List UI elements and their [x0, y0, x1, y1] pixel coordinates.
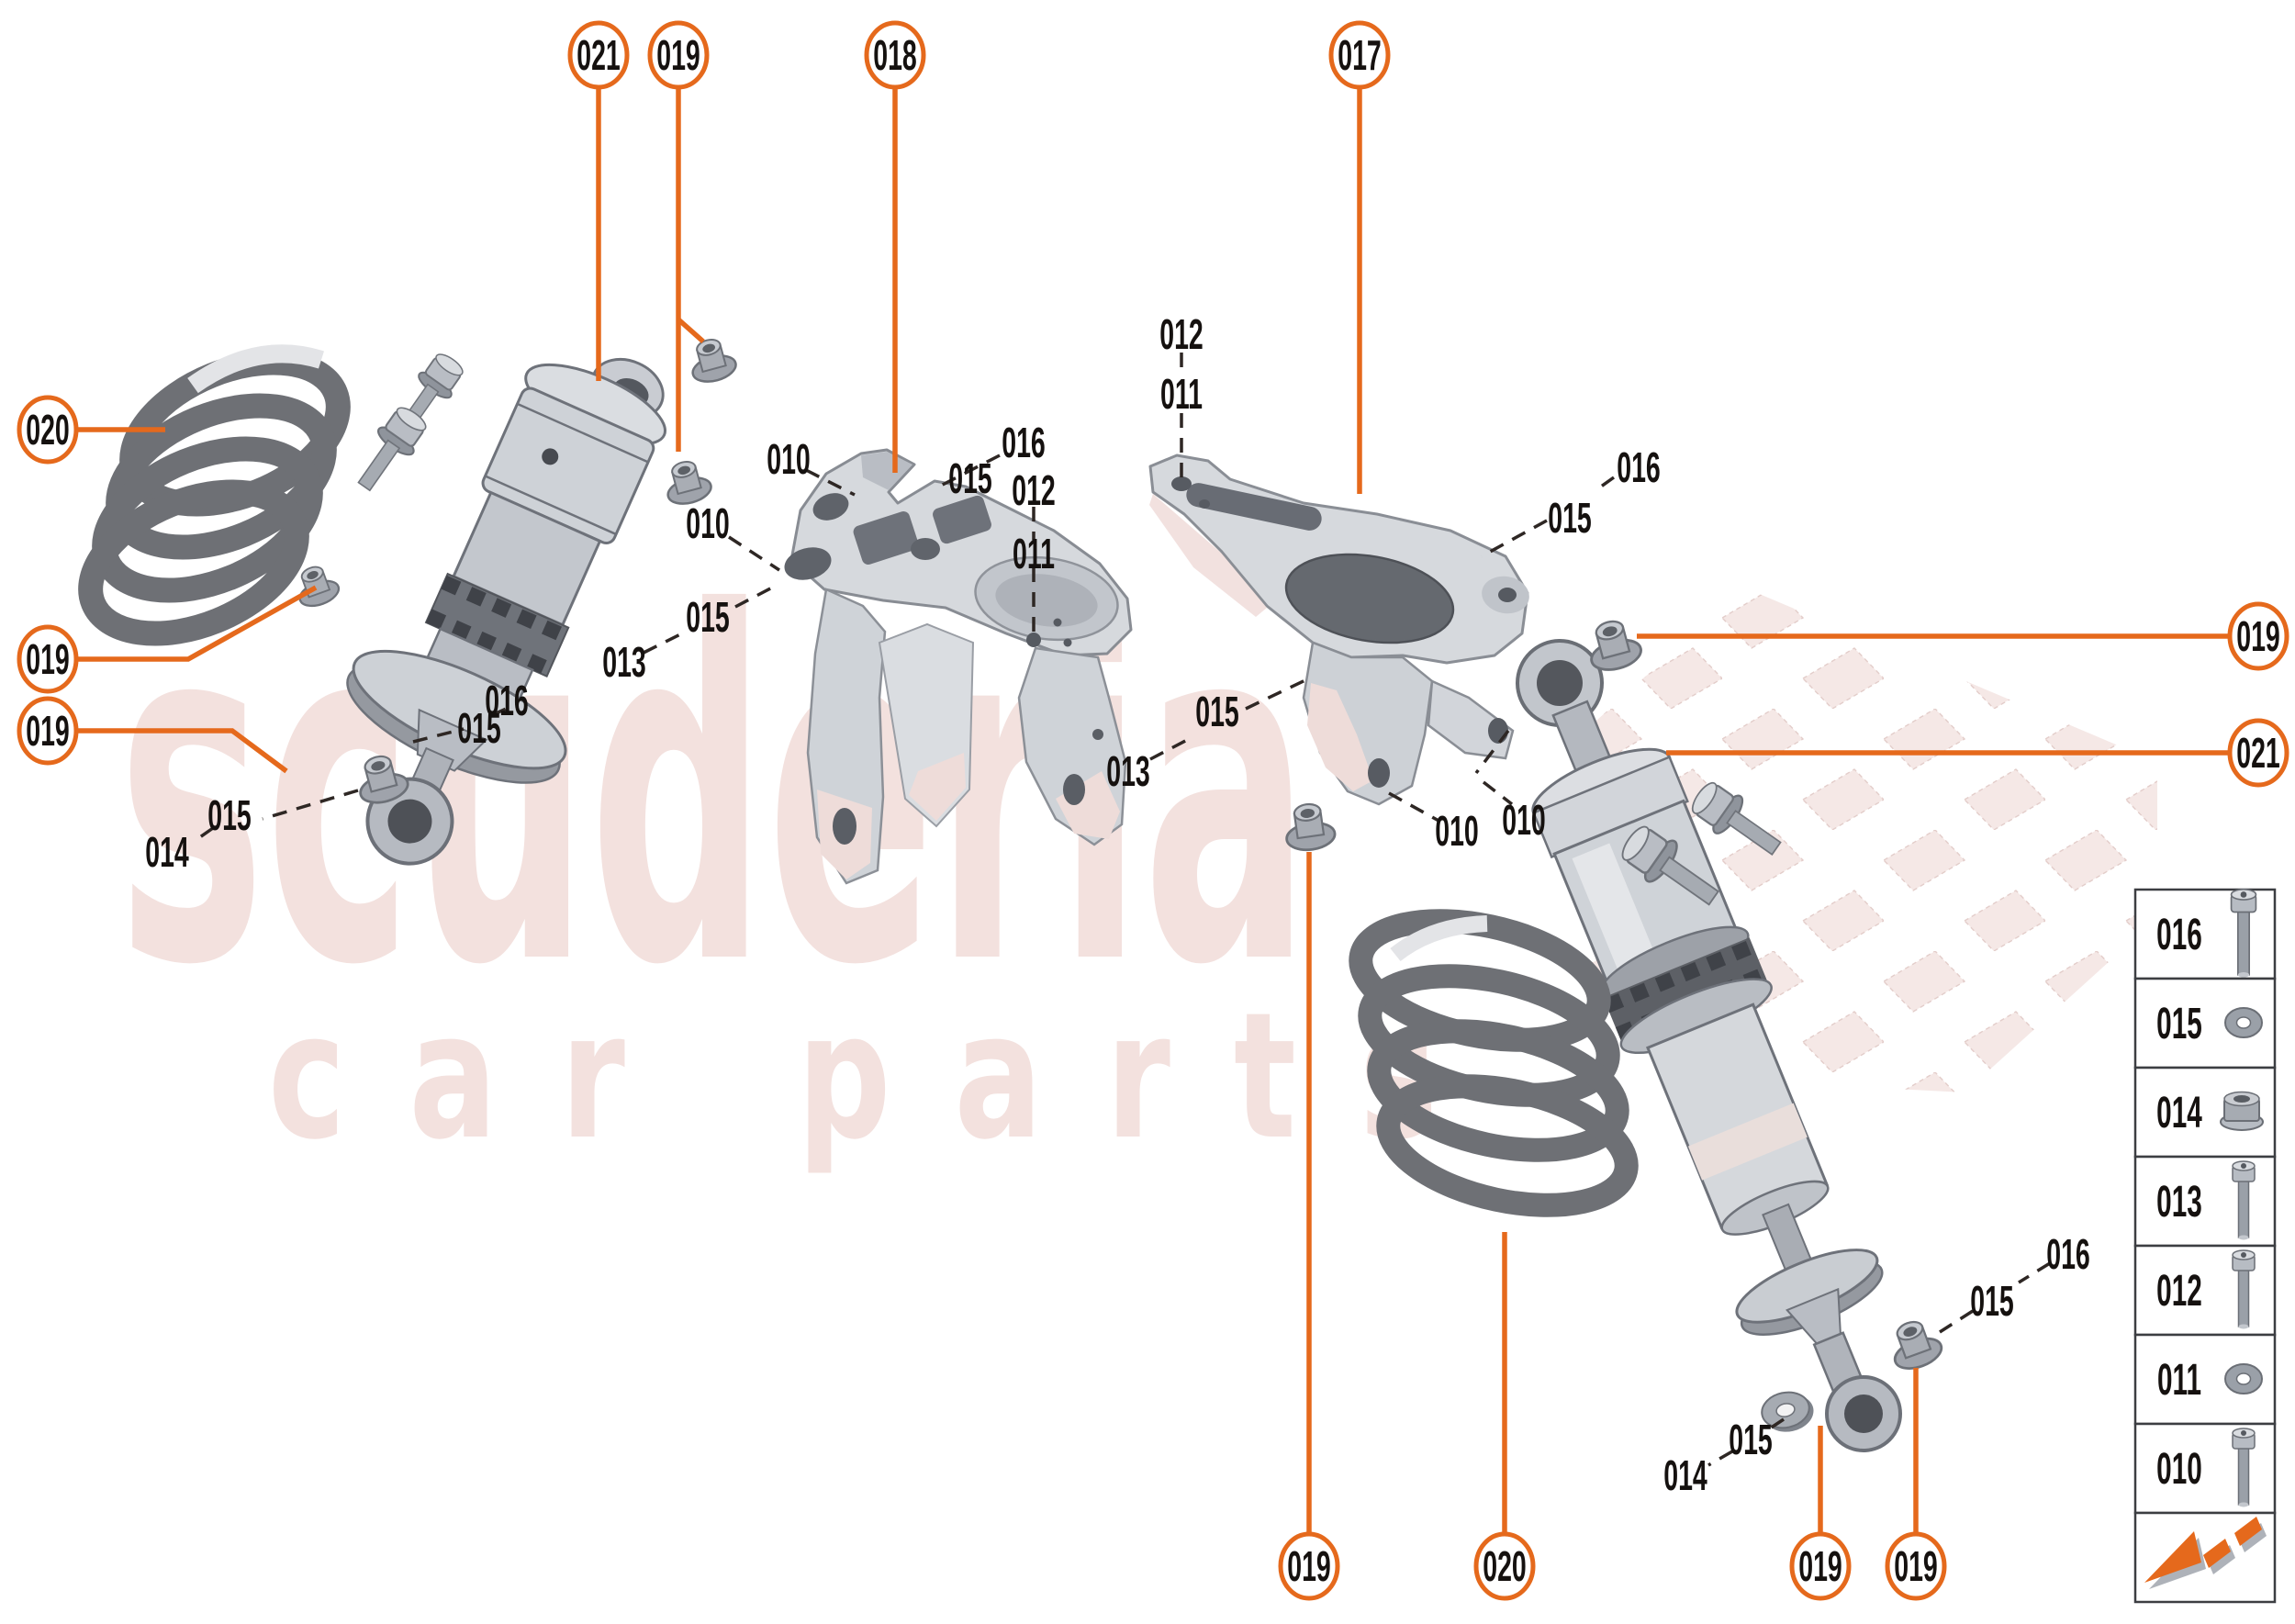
legend-row-013: 013: [2133, 1155, 2277, 1248]
bushing-bottom-right-illustration: [1883, 1313, 1947, 1376]
part-label: 015: [686, 594, 730, 642]
legend-label: 015: [2156, 1000, 2202, 1048]
callout-019-left-1[interactable]: 019: [17, 624, 79, 694]
legend-table: 016 015 014 013 012 011: [2133, 888, 2277, 1604]
callout-number: 017: [1338, 32, 1382, 80]
part-label: 010: [1502, 797, 1546, 845]
legend-row-010: 010: [2133, 1422, 2277, 1515]
part-label: 014: [1663, 1452, 1707, 1500]
part-label: 014: [145, 829, 189, 877]
callout-number: 019: [26, 636, 70, 684]
legend-label: 011: [2157, 1356, 2201, 1405]
part-label: 011: [1013, 531, 1055, 578]
callout-020-bottom[interactable]: 020: [1473, 1531, 1536, 1601]
part-label: 016: [1002, 420, 1046, 467]
callout-number: 019: [1287, 1543, 1331, 1591]
part-label: 013: [1106, 748, 1150, 796]
callout-number: 020: [1483, 1543, 1527, 1591]
legend-row-014: 014: [2133, 1066, 2277, 1159]
callout-020-left[interactable]: 020: [17, 395, 79, 465]
legend-label: 012: [2156, 1267, 2202, 1316]
part-label: 011: [1160, 371, 1203, 419]
washer-icon: [2224, 1363, 2263, 1394]
callout-021-top[interactable]: 021: [567, 20, 630, 90]
legend-label: 010: [2156, 1445, 2202, 1494]
callout-number: 019: [1894, 1543, 1938, 1591]
callout-019-bottom-2[interactable]: 019: [1789, 1531, 1852, 1601]
part-label: 010: [1435, 808, 1479, 856]
callout-balloons: 021 019 018 017 020 019 019 019: [17, 20, 2289, 1601]
callout-number: 021: [577, 32, 621, 80]
part-label: 012: [1012, 467, 1056, 515]
part-number-labels: 010 016 015 012 011 010 015 013 016 015 …: [145, 311, 2090, 1500]
callout-number: 019: [2236, 613, 2280, 661]
bracket-017-illustration: [1148, 454, 1529, 806]
bracket-018-illustration: [784, 448, 1133, 885]
part-label: 015: [1548, 495, 1592, 543]
callout-number: 019: [26, 708, 70, 756]
part-label: 015: [1729, 1417, 1773, 1464]
part-label: 015: [1195, 689, 1239, 736]
legend-logo-cell: [2133, 1511, 2277, 1604]
watermark-tagline-text: car parts: [268, 975, 1501, 1179]
callout-number: 020: [26, 407, 70, 454]
part-label: 016: [485, 678, 529, 725]
flange-nut-icon: [2220, 1091, 2264, 1131]
label-pointer-lines: [193, 353, 2051, 1467]
part-label: 016: [1617, 444, 1661, 492]
callout-019-top[interactable]: 019: [647, 20, 710, 90]
callout-019-right[interactable]: 019: [2227, 601, 2289, 671]
part-label: 012: [1159, 311, 1203, 359]
flanged-nut-upper-illustration: [684, 333, 740, 387]
part-label: 015: [207, 792, 252, 840]
callout-019-bottom-3[interactable]: 019: [1885, 1531, 1947, 1601]
legend-label: 014: [2156, 1089, 2202, 1137]
part-label: 010: [686, 500, 730, 548]
callout-number: 019: [1798, 1543, 1842, 1591]
part-label: 016: [2046, 1231, 2090, 1279]
shock-absorber-right-illustration: [1516, 639, 1902, 1452]
part-label: 015: [948, 455, 992, 503]
legend-row-015: 015: [2133, 977, 2277, 1070]
coil-spring-right-illustration: [1349, 909, 1639, 1217]
callout-021-right[interactable]: 021: [2227, 718, 2289, 788]
part-label: 010: [767, 436, 811, 484]
part-label: 013: [602, 639, 646, 687]
part-label: 015: [457, 705, 501, 753]
part-label: 015: [1970, 1278, 2014, 1326]
callout-018-top[interactable]: 018: [864, 20, 926, 90]
coil-spring-left-illustration: [78, 344, 351, 646]
legend-row-012: 012: [2133, 1244, 2277, 1337]
scuderia-arrow-icon: [2144, 1517, 2267, 1589]
callout-number: 019: [656, 32, 700, 80]
legend-row-016: 016: [2133, 888, 2277, 980]
legend-label: 013: [2156, 1178, 2202, 1226]
callout-019-left-2[interactable]: 019: [17, 696, 79, 766]
callout-017-top[interactable]: 017: [1328, 20, 1391, 90]
callout-number: 018: [873, 32, 917, 80]
legend-row-011: 011: [2133, 1333, 2277, 1426]
legend-label: 016: [2156, 911, 2202, 959]
callout-number: 021: [2236, 730, 2280, 778]
callout-leader-lines: [77, 87, 2229, 1533]
callout-019-bottom-1[interactable]: 019: [1278, 1531, 1340, 1601]
washer-icon: [2224, 1007, 2263, 1038]
shock-absorber-left-illustration: [345, 347, 667, 866]
